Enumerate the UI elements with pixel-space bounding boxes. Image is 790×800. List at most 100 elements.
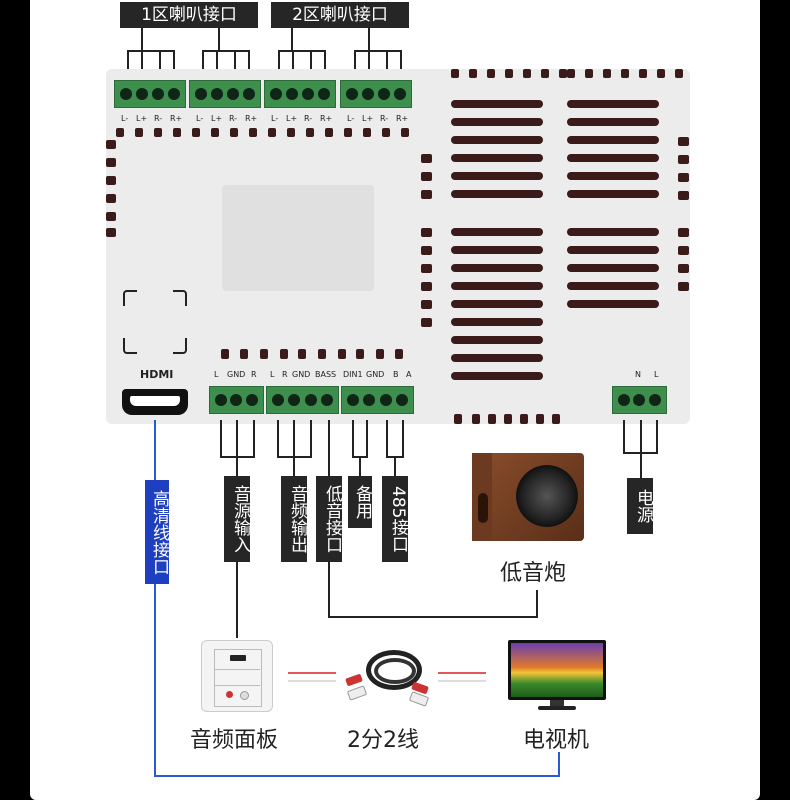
top-pin-label: L- xyxy=(196,114,204,123)
vent-slot xyxy=(567,246,659,254)
hdmi-label: HDMI xyxy=(140,368,174,381)
mounting-peg xyxy=(421,282,432,291)
rs485-port-tag: 485接口 xyxy=(382,476,408,562)
mounting-peg xyxy=(454,414,462,424)
vent-slot xyxy=(567,300,659,308)
top-pin-label: R- xyxy=(229,114,238,123)
audio-panel-image xyxy=(201,640,273,712)
mounting-peg xyxy=(395,349,403,359)
zone2-right-terminal xyxy=(340,80,412,108)
rs485-pin-label: B xyxy=(393,370,399,379)
mounting-peg xyxy=(469,69,477,78)
power-tag: 电源 xyxy=(627,478,653,534)
vent-slot xyxy=(567,100,659,108)
top-pin-label: R+ xyxy=(396,114,409,123)
mounting-peg xyxy=(523,69,531,78)
mounting-peg xyxy=(488,414,496,424)
vent-slot xyxy=(451,118,543,126)
top-pin-label: L+ xyxy=(286,114,298,123)
mounting-peg xyxy=(230,128,238,137)
vent-slot xyxy=(451,264,543,272)
mounting-peg xyxy=(106,176,116,185)
top-pin-label: L- xyxy=(347,114,355,123)
audio-out-pin-label: GND xyxy=(292,370,311,379)
mounting-peg xyxy=(287,128,295,137)
vent-slot xyxy=(451,372,543,380)
audio-in-pin-label: GND xyxy=(227,370,246,379)
tv-image xyxy=(508,640,606,712)
vent-slot xyxy=(567,190,659,198)
mounting-peg xyxy=(356,349,364,359)
mounting-peg xyxy=(621,69,629,78)
mounting-peg xyxy=(421,154,432,163)
tv-caption: 电视机 xyxy=(523,728,590,753)
vent-slot xyxy=(451,190,543,198)
vent-slot xyxy=(451,154,543,162)
vent-slot xyxy=(567,172,659,180)
mounting-peg xyxy=(211,128,219,137)
top-pin-label: R- xyxy=(380,114,389,123)
audio-in-pin-label: L xyxy=(214,370,219,379)
rca-cable-image xyxy=(344,640,430,707)
rs485-pin-label: GND xyxy=(366,370,385,379)
mounting-peg xyxy=(451,69,459,78)
mounting-peg xyxy=(325,128,333,137)
top-pin-label: L+ xyxy=(211,114,223,123)
zone2-left-terminal xyxy=(264,80,336,108)
mounting-peg xyxy=(298,349,306,359)
mounting-peg xyxy=(260,349,268,359)
vent-slot xyxy=(567,118,659,126)
mounting-peg xyxy=(421,228,432,237)
vent-slot xyxy=(451,136,543,144)
mounting-peg xyxy=(421,190,432,199)
mounting-peg xyxy=(116,128,124,137)
mounting-peg xyxy=(338,349,346,359)
mounting-peg xyxy=(567,69,575,78)
subwoofer-caption: 低音炮 xyxy=(500,561,567,586)
top-pin-label: L+ xyxy=(136,114,148,123)
mounting-peg xyxy=(376,349,384,359)
mounting-peg xyxy=(678,246,689,255)
mounting-peg xyxy=(536,414,544,424)
audio-in-terminal xyxy=(209,386,264,414)
zone1-left-terminal xyxy=(114,80,186,108)
mounting-peg xyxy=(487,69,495,78)
top-pin-label: R+ xyxy=(320,114,333,123)
rs485-terminal xyxy=(341,386,414,414)
vent-slot xyxy=(567,264,659,272)
mounting-peg xyxy=(559,69,567,78)
top-pin-label: L+ xyxy=(362,114,374,123)
mounting-peg xyxy=(678,264,689,273)
mounting-peg xyxy=(221,349,229,359)
mounting-peg xyxy=(401,128,409,137)
vent-slot xyxy=(567,136,659,144)
audio-out-pin-label: BASS xyxy=(315,370,337,379)
mounting-peg xyxy=(585,69,593,78)
mounting-peg xyxy=(344,128,352,137)
vent-slot xyxy=(567,282,659,290)
mounting-peg xyxy=(306,128,314,137)
mounting-peg xyxy=(421,246,432,255)
mounting-peg xyxy=(678,228,689,237)
mounting-peg xyxy=(675,69,683,78)
mounting-peg xyxy=(106,194,116,203)
vent-slot xyxy=(451,318,543,326)
hdmi-wire xyxy=(154,420,156,776)
mounting-peg xyxy=(318,349,326,359)
vent-slot xyxy=(451,282,543,290)
vent-slot xyxy=(451,100,543,108)
mounting-peg xyxy=(639,69,647,78)
mounting-peg xyxy=(421,172,432,181)
hdmi-port-tag: 高清线接口 xyxy=(145,480,169,584)
audio-output-tag: 音频输出 xyxy=(281,476,307,562)
mounting-peg xyxy=(678,191,689,200)
mounting-peg xyxy=(421,264,432,273)
mounting-peg xyxy=(421,300,432,309)
audio-input-tag: 音源输入 xyxy=(224,476,250,562)
chip-area xyxy=(222,185,374,291)
top-pin-label: R+ xyxy=(170,114,183,123)
vent-slot xyxy=(451,336,543,344)
mounting-peg xyxy=(106,212,116,221)
audio-panel-caption: 音频面板 xyxy=(190,728,279,753)
zone1-label: 1区喇叭接口 xyxy=(120,2,258,28)
